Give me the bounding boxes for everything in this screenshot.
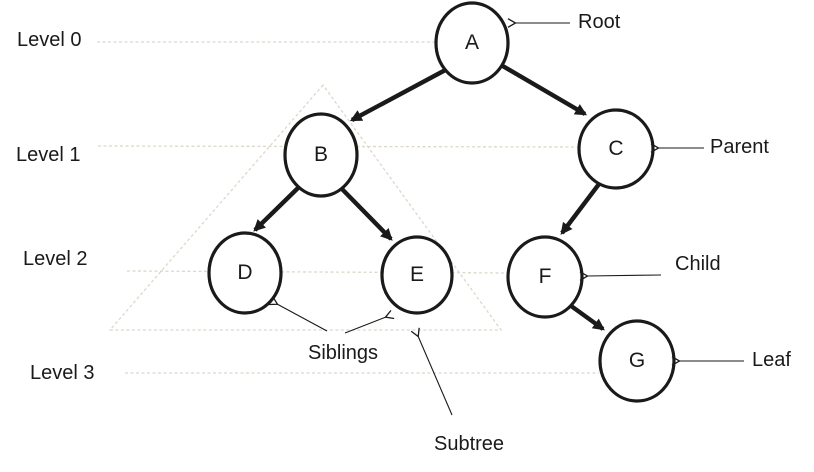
node-b-circle [283,112,359,198]
root-label: Root [578,11,621,33]
level-1-label: Level 1 [16,144,81,166]
edge-c-f [560,182,601,235]
edge-a-c [499,63,588,116]
subtree-arrow [410,327,453,416]
subtree-label: Subtree [434,433,505,455]
node-d-circle [207,231,283,315]
siblings-arrow-left [268,296,328,332]
child-label: Child [675,253,721,275]
node-a-circle [434,1,510,85]
subtree-triangle-outline [108,83,503,331]
level-0-label: Level 0 [17,29,82,51]
child-arrow [579,271,662,281]
leaf-label: Leaf [752,349,791,371]
node-b-label: B [313,143,329,167]
node-e-circle [380,235,454,315]
edge-b-e [339,186,393,241]
node-a-label: A [464,31,480,55]
node-e-label: E [409,263,425,287]
node-g-label: G [628,349,646,373]
edge-f-g [565,301,605,331]
edge-a-b [349,65,453,122]
edge-b-d [253,185,301,232]
level-3-label: Level 3 [30,362,95,384]
node-d-label: D [237,261,253,285]
siblings-arrow-right [344,309,395,334]
level-2-label: Level 2 [23,248,88,270]
siblings-label: Siblings [308,342,379,364]
parent-label: Parent [710,136,769,158]
node-c-label: C [608,137,624,161]
node-f-label: F [538,265,552,289]
